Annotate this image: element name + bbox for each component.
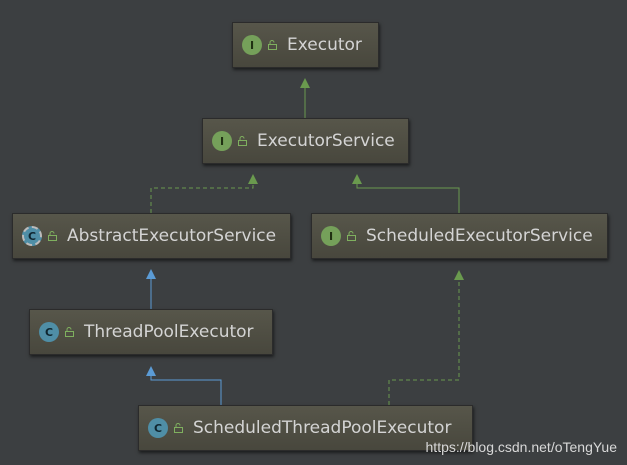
edge-scheduledtp-extends-threadpool xyxy=(146,366,222,405)
interface-badge-icon: I xyxy=(321,226,341,246)
node-label: ScheduledExecutorService xyxy=(366,226,593,246)
abstract-class-badge-icon: C xyxy=(22,226,42,246)
node-abstract-executor-service[interactable]: C AbstractExecutorService xyxy=(12,213,291,259)
node-scheduled-executor-service[interactable]: I ScheduledExecutorService xyxy=(311,213,608,259)
node-label: AbstractExecutorService xyxy=(67,226,277,246)
unlock-icon xyxy=(238,136,247,146)
edge-scheduled-extends-executorservice xyxy=(352,174,460,213)
unlock-icon xyxy=(174,423,183,433)
class-badge-icon: C xyxy=(148,418,168,438)
node-executor[interactable]: I Executor xyxy=(232,22,379,68)
unlock-icon xyxy=(65,327,74,337)
edge-scheduledtp-implements-scheduledes xyxy=(388,270,464,405)
node-thread-pool-executor[interactable]: C ThreadPoolExecutor xyxy=(29,309,273,355)
node-label: ThreadPoolExecutor xyxy=(84,322,254,342)
node-executor-service[interactable]: I ExecutorService xyxy=(202,118,409,164)
edge-abstract-implements-executorservice xyxy=(150,174,258,213)
class-badge-icon: C xyxy=(39,322,59,342)
unlock-icon xyxy=(347,231,356,241)
unlock-icon xyxy=(268,40,277,50)
watermark: https://blog.csdn.net/oTengYue xyxy=(425,439,617,455)
node-label: ExecutorService xyxy=(257,131,395,151)
node-scheduled-thread-pool-executor[interactable]: C ScheduledThreadPoolExecutor xyxy=(138,405,473,451)
node-label: Executor xyxy=(287,35,362,55)
interface-badge-icon: I xyxy=(212,131,232,151)
interface-badge-icon: I xyxy=(242,35,262,55)
node-label: ScheduledThreadPoolExecutor xyxy=(193,418,452,438)
unlock-icon xyxy=(48,231,57,241)
